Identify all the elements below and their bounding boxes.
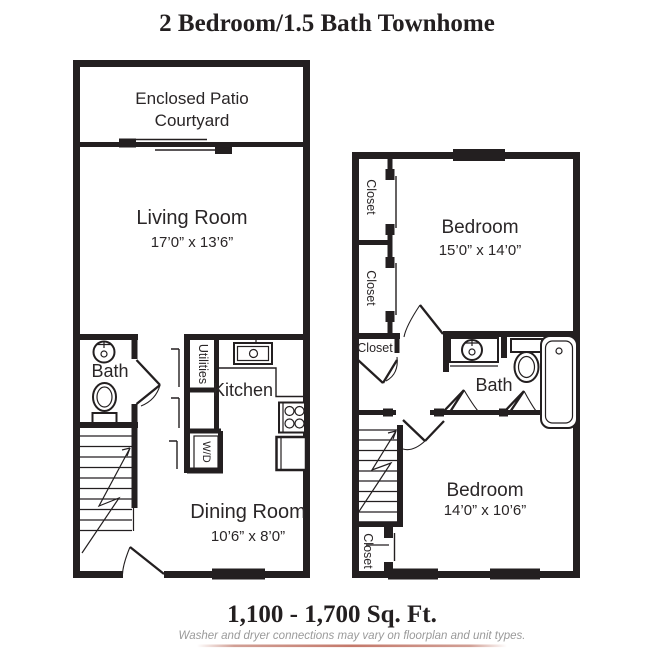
floor1-toilet-icon — [91, 382, 118, 424]
stairs-direction-arrow — [355, 430, 397, 517]
floor1-outer-walls — [73, 60, 310, 578]
floor1-stairs — [77, 435, 135, 554]
floor2-vanity-sink-icon — [449, 337, 499, 367]
utilities-door — [171, 348, 180, 387]
bedroom1-dims: 15’0” x 14’0” — [439, 242, 522, 259]
patio-label-line2: Courtyard — [155, 111, 230, 130]
closet-upper-sliding-door — [385, 169, 397, 235]
floor1-patio-divider-wall — [73, 142, 310, 473]
floor2-toilet-icon — [510, 338, 543, 383]
stairs-direction-arrow — [81, 447, 131, 554]
floor2-plan: Closet Closet Bedroom 15’0” x 14’0” Clos… — [352, 149, 580, 580]
dining-room-window — [212, 568, 265, 580]
landing-door — [402, 419, 445, 451]
utilities-label: Utilities — [196, 344, 210, 384]
entry-door — [121, 546, 165, 575]
closet-mid-label: Closet — [364, 270, 378, 306]
living-room-dims: 17’0” x 13’6” — [151, 234, 234, 251]
closet-hall-door — [357, 356, 398, 384]
sqft-range-label: 1,100 - 1,700 Sq. Ft. — [227, 601, 437, 628]
bedroom2-dims: 14’0” x 10’6” — [444, 502, 527, 519]
patio-sliding-door — [119, 138, 232, 154]
floor1-bath-sink-icon — [92, 340, 116, 364]
floor1-bath-door — [135, 359, 161, 407]
kitchen-sink-icon — [233, 338, 273, 365]
wall-end-block — [383, 408, 393, 417]
bedroom1-label: Bedroom — [441, 217, 518, 238]
floor2-stairs — [355, 429, 397, 523]
bedroom1-door — [403, 304, 444, 338]
page-title: 2 Bedroom/1.5 Bath Townhome — [159, 10, 495, 37]
bedroom2-window-left — [388, 568, 438, 580]
washer-dryer-unit — [193, 435, 219, 471]
closet-hall-label: Closet — [357, 341, 393, 355]
washer-dryer-label: W/D — [200, 441, 212, 462]
sliding-door-panel-block — [119, 138, 136, 148]
dining-room-dims: 10’6” x 8’0” — [211, 528, 285, 545]
floor1-bath-label: Bath — [91, 361, 128, 381]
closet-mid-sliding-door — [385, 257, 397, 322]
refrigerator-icon — [275, 435, 308, 472]
closet-upper-label: Closet — [364, 179, 378, 215]
bedroom2-label: Bedroom — [446, 480, 523, 501]
stove-icon — [278, 401, 306, 434]
floor1-interior-walls — [73, 334, 310, 508]
wall-end-block — [499, 408, 508, 417]
floor2-interior-walls — [352, 331, 580, 524]
bathtub-icon — [540, 335, 578, 429]
closet-lower-sliding-door — [366, 527, 396, 573]
bedroom2-window-right — [490, 568, 540, 580]
wall-end-block — [434, 408, 444, 417]
disclaimer-text: Washer and dryer connections may vary on… — [179, 630, 526, 642]
sliding-door-panel-block — [215, 145, 232, 154]
floor2-bath-door-right — [504, 390, 537, 413]
dining-room-label: Dining Room — [190, 501, 306, 523]
living-room-label: Living Room — [136, 207, 247, 229]
floor2-bath-label: Bath — [475, 375, 512, 395]
bedroom1-window — [453, 149, 505, 161]
kitchen-counter-edge — [218, 367, 307, 398]
closet-lower-label: Closet — [361, 533, 375, 569]
floor1-plan: Enclosed Patio Courtyard Living Room 17’… — [73, 60, 310, 580]
floor2-bath-door-left — [443, 389, 479, 413]
pantry-door — [171, 397, 180, 428]
washer-dryer-door — [169, 440, 178, 469]
patio-label-line1: Enclosed Patio — [135, 89, 248, 108]
accent-divider-line — [197, 644, 507, 648]
kitchen-label: Kitchen — [213, 380, 273, 400]
